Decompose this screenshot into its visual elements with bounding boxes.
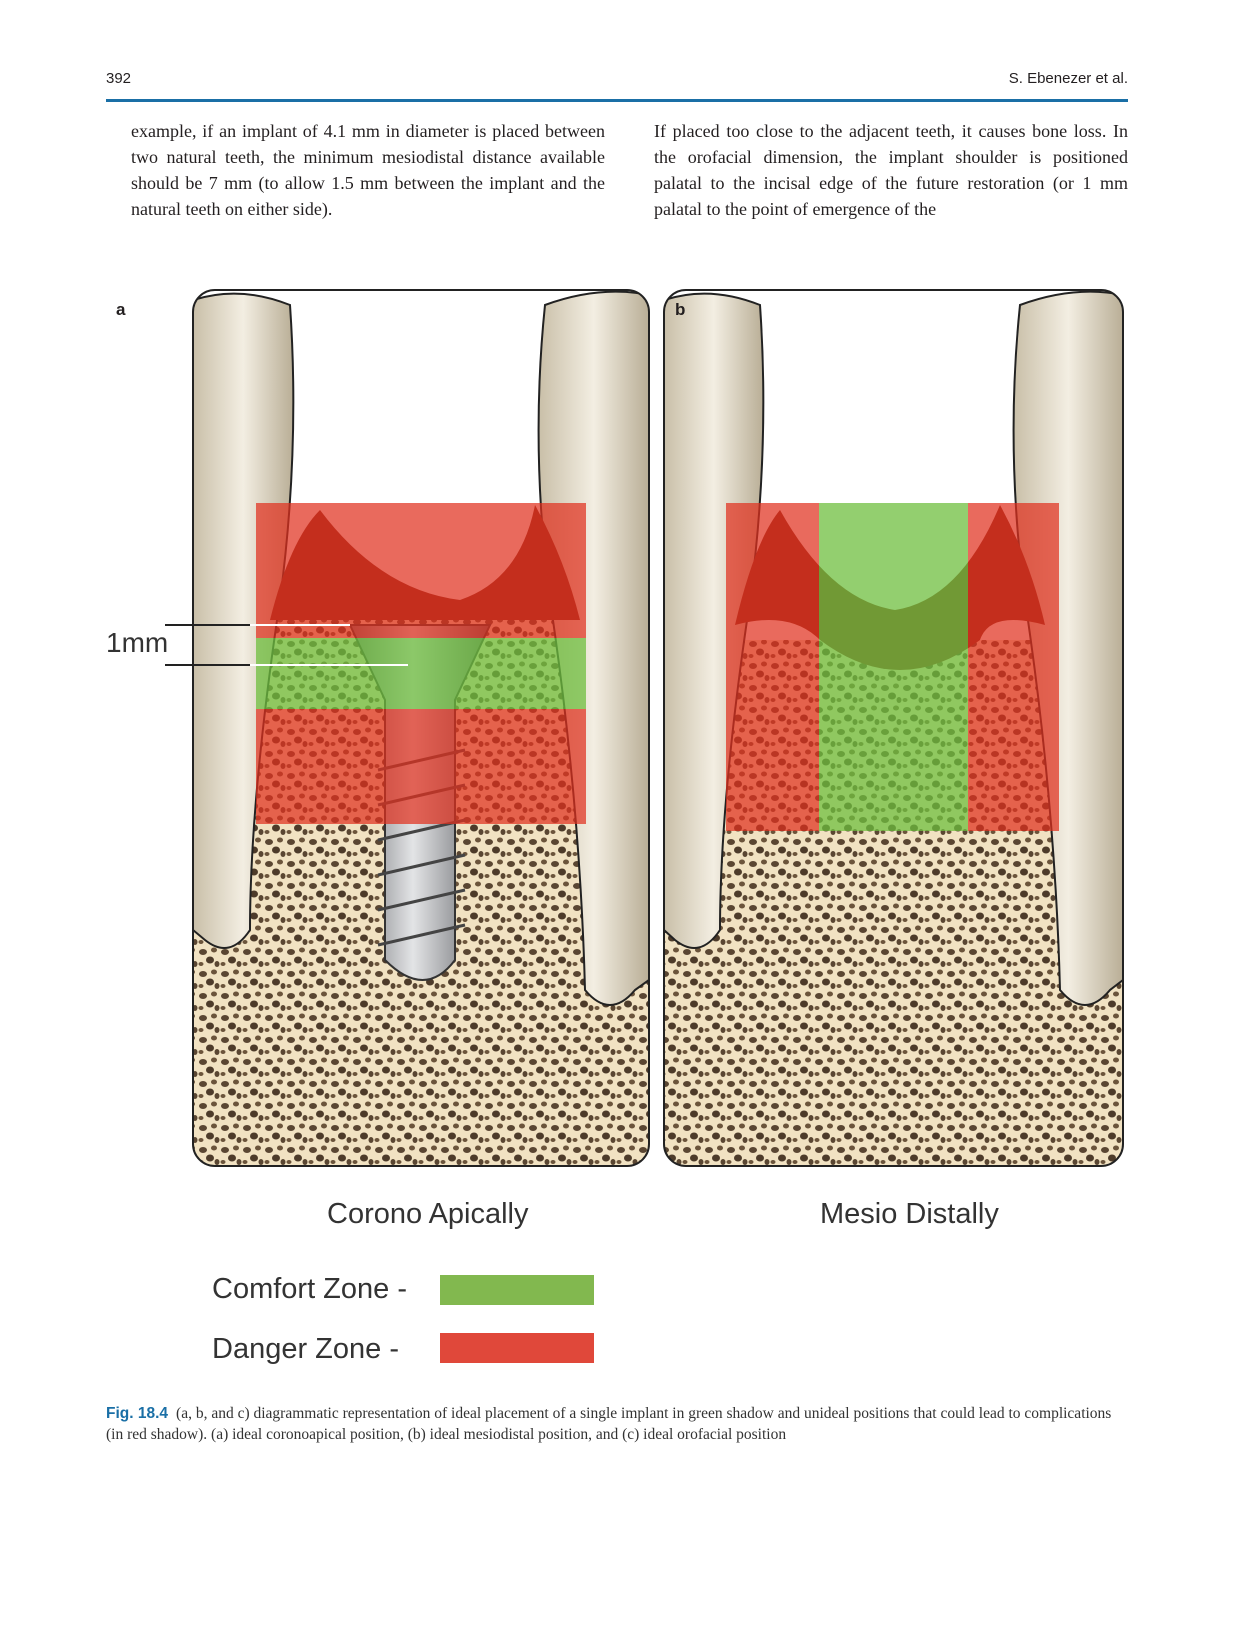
panel-a-diagram <box>193 290 649 1166</box>
danger-zone-overlay <box>256 503 586 638</box>
danger-zone-overlay <box>968 503 1059 831</box>
legend-danger-zone-label: Danger Zone - <box>212 1333 399 1365</box>
header-rule <box>106 99 1128 102</box>
paragraph: If placed too close to the adjacent teet… <box>654 121 1128 219</box>
panel-b-label: b <box>675 300 686 319</box>
panel-b-diagram <box>664 290 1123 1166</box>
legend-comfort-zone-swatch <box>440 1275 594 1305</box>
legend-danger-zone-swatch <box>440 1333 594 1363</box>
figure-caption: Fig. 18.4(a, b, and c) diagrammatic repr… <box>106 1403 1130 1445</box>
body-text-left-column: example, if an implant of 4.1 mm in diam… <box>131 118 605 222</box>
legend-comfort-zone-label: Comfort Zone - <box>212 1273 407 1305</box>
measurement-label: 1mm <box>106 627 169 658</box>
caption-text: (a, b, and c) diagrammatic representatio… <box>106 1405 1112 1443</box>
panel-a-title: Corono Apically <box>327 1198 529 1230</box>
running-header-authors: S. Ebenezer et al. <box>1008 70 1128 87</box>
comfort-zone-overlay <box>819 503 968 831</box>
measure-lines-1mm <box>165 624 408 666</box>
panel-a-label: a <box>116 300 126 319</box>
figure-number: Fig. 18.4 <box>106 1405 169 1422</box>
page-number: 392 <box>106 70 132 87</box>
paragraph: example, if an implant of 4.1 mm in diam… <box>131 121 605 219</box>
danger-zone-overlay <box>726 503 819 831</box>
danger-zone-overlay <box>256 709 586 824</box>
panel-b-title: Mesio Distally <box>820 1198 999 1230</box>
body-text-right-column: If placed too close to the adjacent teet… <box>654 118 1128 222</box>
comfort-zone-overlay <box>256 638 586 709</box>
